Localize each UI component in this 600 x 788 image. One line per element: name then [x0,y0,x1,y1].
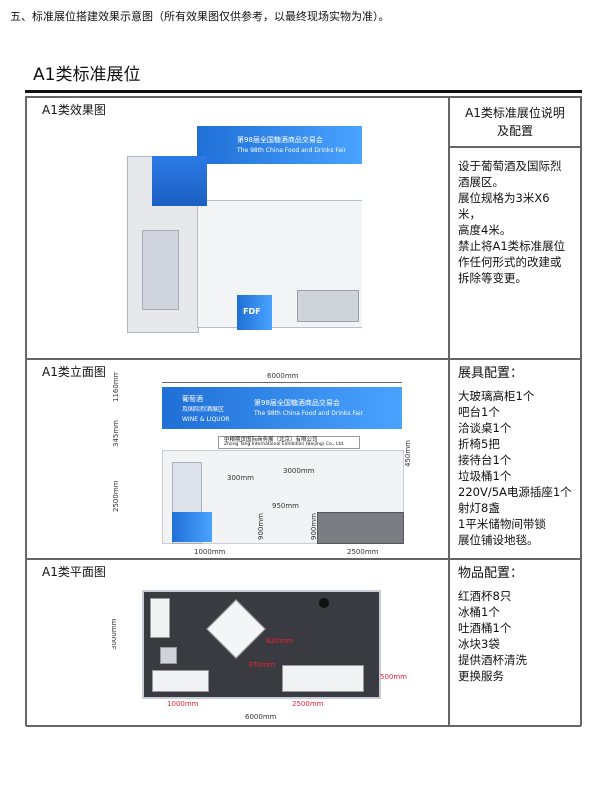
plan-item: 冰块3袋 [458,637,500,651]
reception-desk: FDF [237,295,272,330]
elevation-right-cell: 展具配置： 大玻璃高柜1个吧台1个洽谈桌1个折椅5把接待台1个垃圾桶1个 220V… [449,359,581,559]
plan-item: 提供酒杯清洗 [458,653,527,667]
elevation-banner-line2: The 98th China Food and Drinks Fair [254,410,364,417]
effect-right-line: 禁止将A1类标准展位 [458,239,566,253]
elevation-dim-950: 950mm [272,502,299,510]
elevation-left-logo-line2: 及国际烈酒展区 [182,406,225,413]
elevation-dim-bottom-2500: 2500mm [347,548,379,556]
plan-dim-500: 500mm [380,673,407,681]
effect-right-title-line2: 及配置 [496,124,533,138]
elevation-item: 220V/5A电源插座1个 [458,485,572,499]
effect-right-line: 设于葡萄酒及国际烈 [458,159,562,173]
plan-trash [319,598,329,608]
effect-right-text-cell: 设于葡萄酒及国际烈酒展区。展位规格为3米X6米， 高度4米。禁止将A1类标准展位作… [449,147,581,359]
spec-table: A1类效果图 第98届全国糖酒商品交易会 The 98th China Food… [25,96,582,727]
elevation-cell: A1类立面图 6000mm 第98届全国糖酒商品交易会 The 98th Chi… [26,359,449,559]
elevation-dim-300: 300mm [227,474,254,482]
plan-dim-6000: 6000mm [245,713,277,721]
effect-label: A1类效果图 [42,103,106,117]
elevation-item: 垃圾桶1个 [458,469,512,483]
elevation-item: 吧台1个 [458,405,500,419]
elevation-left-logo-line1: 葡萄酒 [182,395,203,403]
booth-side-banner [152,156,207,206]
elevation-item: 折椅5把 [458,437,500,451]
effect-right-line: 酒展区。 [458,175,504,189]
elevation-item: 1平米储物间带锁 [458,517,546,531]
elevation-dim-left1: 1160mm [112,372,120,402]
section-title: A1类标准展位 [33,65,141,85]
plan-bar [282,665,364,692]
elevation-bar [317,512,404,544]
plan-chair [160,647,177,664]
bar-counter [297,290,359,322]
plan-dim-620: 620mm [266,637,293,645]
elevation-fascia-text: 中粮期货国际商务展（北京）有限公司 [224,437,318,443]
plan-reception [152,670,209,692]
elevation-dim-3000: 3000mm [283,467,315,475]
elevation-item: 射灯8盏 [458,501,500,515]
effect-right-line: 展位规格为3米X6米， [458,191,550,221]
elevation-label: A1类立面图 [42,365,106,379]
plan-dim-1000: 1000mm [167,700,199,708]
elevation-dim-900-1: 900mm [257,513,265,540]
plan-item: 更换服务 [458,669,504,683]
reception-logo-text: FDF [243,307,261,316]
elevation-item: 洽谈桌1个 [458,421,512,435]
elevation-reception [172,512,212,542]
elevation-dim-left2: 345mm [112,420,120,447]
elevation-dim-top: 6000mm [267,372,299,380]
title-rule [25,90,582,93]
elevation-fascia-sub: Zhong Tang International Exhibition (Bei… [224,442,345,447]
effect-right-title-line1: A1类标准展位说明 [465,106,565,120]
glass-cabinet [142,230,179,310]
elevation-item: 大玻璃高柜1个 [458,389,535,403]
plan-cell: A1类平面图 3000mm 620mm 370mm 500mm 1000mm 2… [26,559,449,727]
booth-fascia: 第98届全国糖酒商品交易会 The 98th China Food and Dr… [197,126,362,164]
elevation-dim-fascia-right: 450mm [404,440,412,467]
booth-fascia-text: 第98届全国糖酒商品交易会 [237,136,323,144]
effect-cell: A1类效果图 第98届全国糖酒商品交易会 The 98th China Food… [26,97,449,359]
elevation-dim-900-2: 900mm [310,513,318,540]
plan-right-cell: 物品配置： 红酒杯8只冰桶1个吐酒桶1个冰块3袋提供酒杯清洗更换服务 [449,559,581,727]
elevation-right-title: 展具配置： [458,366,524,381]
plan-label: A1类平面图 [42,565,106,579]
plan-item: 吐酒桶1个 [458,621,512,635]
plan-item: 冰桶1个 [458,605,500,619]
booth-fascia-subtext: The 98th China Food and Drinks Fair [237,147,347,154]
elevation-banner-line1: 第98届全国糖酒商品交易会 [254,399,340,407]
elevation-fascia: 第98届全国糖酒商品交易会 The 98th China Food and Dr… [162,387,402,429]
effect-right-title-cell: A1类标准展位说明 及配置 [449,97,581,147]
effect-right-line: 作任何形式的改建或 [458,255,562,269]
plan-right-title: 物品配置： [458,566,524,581]
page-heading: 五、标准展位搭建效果示意图（所有效果图仅供参考，以最终现场实物为准）。 [10,10,390,23]
effect-right-line: 拆除等变更。 [458,271,527,285]
effect-right-line: 高度4米。 [458,223,512,237]
plan-drawing: 3000mm 620mm 370mm 500mm 1000mm 2500mm 6… [112,575,442,725]
plan-cabinet [150,598,170,638]
elevation-item: 接待台1个 [458,453,512,467]
elevation-item: 展位铺设地毯。 [458,533,539,547]
elevation-dim-bottom-1000: 1000mm [194,548,226,556]
elevation-inner-fascia: 中粮期货国际商务展（北京）有限公司 Zhong Tang Internation… [218,436,360,449]
elevation-drawing: 6000mm 第98届全国糖酒商品交易会 The 98th China Food… [112,372,442,557]
plan-dim-2500: 2500mm [292,700,324,708]
elevation-dim-left3: 2500mm [112,480,120,512]
plan-dim-depth: 3000mm [112,618,118,650]
booth-render: 第98届全国糖酒商品交易会 The 98th China Food and Dr… [127,120,362,345]
plan-item: 红酒杯8只 [458,589,512,603]
plan-dim-370: 370mm [248,661,275,669]
elevation-left-logo-line3: WINE & LIQUOR [182,416,230,423]
